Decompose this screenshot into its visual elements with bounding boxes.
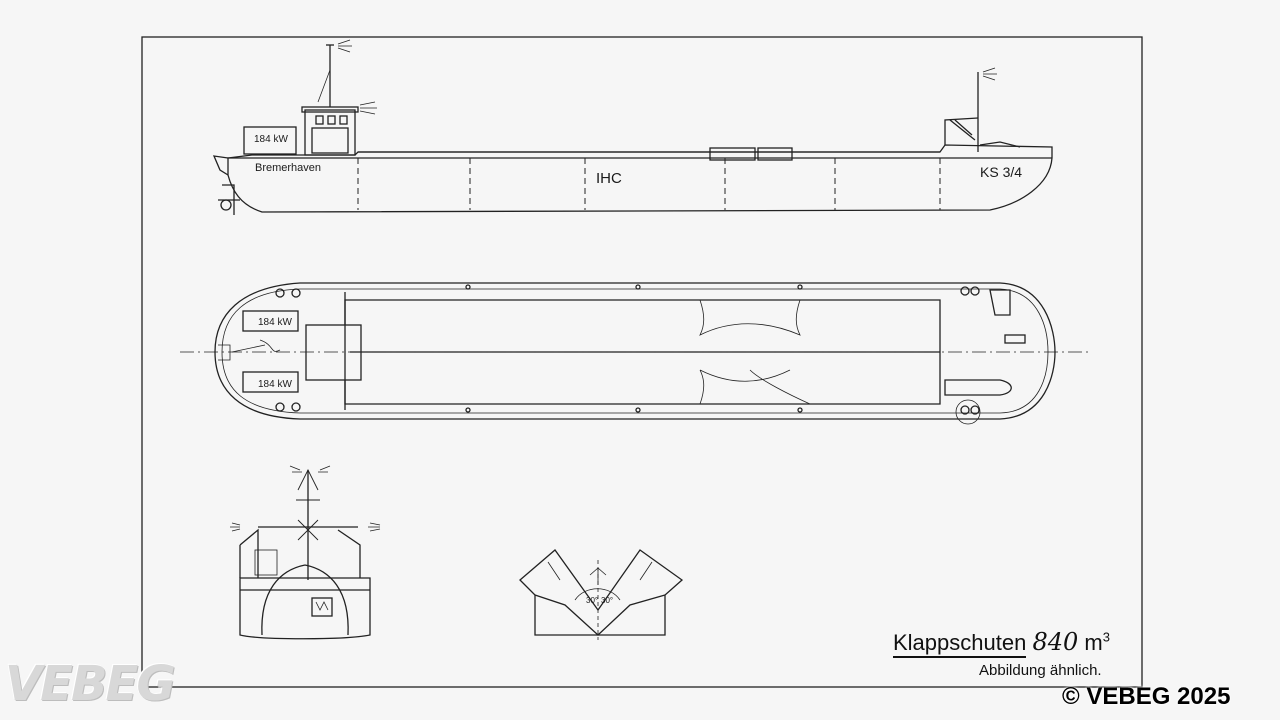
hull-number-label: KS 3/4 (980, 164, 1023, 180)
section-angle-left: 30° (586, 596, 599, 605)
plan-engine-label-top: 184 kW (258, 317, 292, 328)
yard-mark-label: IHC (596, 170, 622, 187)
drawing-subtitle: Abbildung ähnlich. (979, 662, 1102, 679)
home-port-label: Bremerhaven (255, 162, 322, 174)
side-view-hull (212, 39, 1053, 215)
title-capacity-exponent: 3 (1102, 629, 1110, 645)
title-capacity-unit: m (1084, 630, 1103, 655)
title-main: Klappschuten (893, 630, 1027, 658)
title-capacity-number: 840 (1032, 628, 1079, 656)
vebeg-logo: VEBEG (5, 656, 176, 712)
stern-view (230, 465, 381, 640)
side-engine-label: 184 kW (254, 134, 288, 145)
section-angle-right: 30° (601, 596, 614, 605)
drawing-title: Klappschuten 840 m3 (893, 628, 1110, 658)
drawing-border (141, 36, 1143, 688)
copyright-notice: © VEBEG 2025 (1062, 683, 1231, 710)
section-view (519, 549, 684, 640)
plan-view-deck (180, 282, 1090, 425)
plan-engine-label-bottom: 184 kW (258, 379, 292, 390)
